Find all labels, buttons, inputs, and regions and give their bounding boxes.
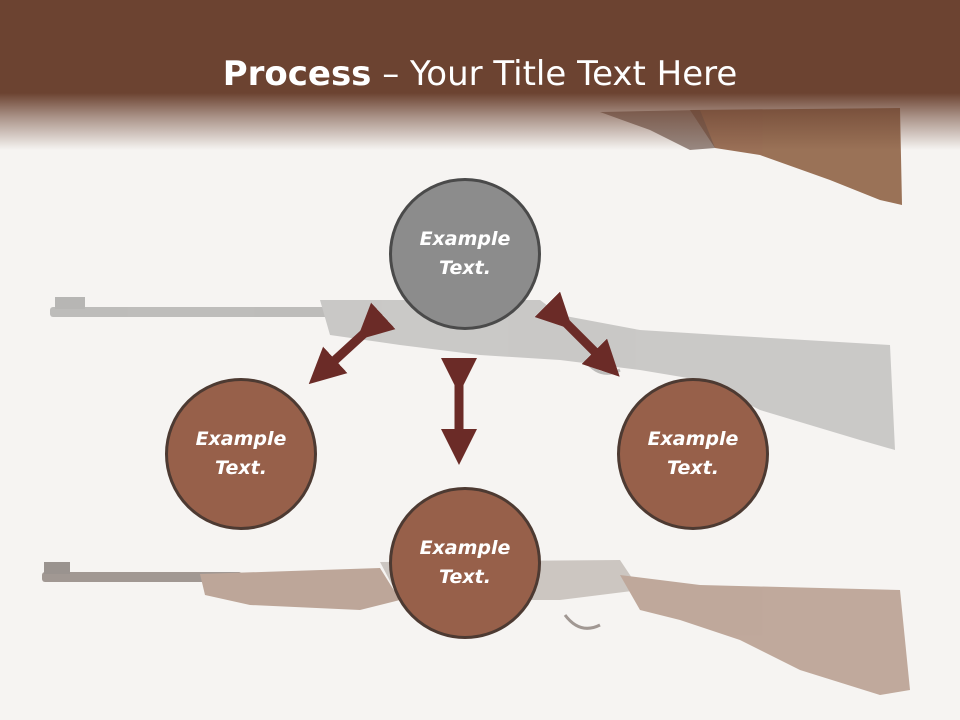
title-bar — [0, 0, 960, 150]
node-top-circle[interactable]: Example Text. — [389, 178, 541, 330]
slide-title: Process – Your Title Text Here — [0, 52, 960, 96]
node-left-circle[interactable]: Example Text. — [165, 378, 317, 530]
node-left-line1: Example — [195, 428, 287, 450]
node-right-line1: Example — [647, 428, 739, 450]
node-bottom-line1: Example — [419, 537, 511, 559]
node-right-circle[interactable]: Example Text. — [617, 378, 769, 530]
rifle-gray-image — [50, 297, 895, 450]
title-rest-part: – Your Title Text Here — [371, 54, 738, 94]
arrow-top-right — [534, 291, 620, 377]
node-left-line2: Text. — [215, 457, 267, 479]
node-bottom-circle[interactable]: Example Text. — [389, 487, 541, 639]
node-bottom-line2: Text. — [439, 566, 491, 588]
title-bold-part: Process — [222, 54, 372, 94]
node-top-line2: Text. — [439, 257, 491, 279]
node-top-line1: Example — [419, 228, 511, 250]
arrow-top-left — [308, 302, 396, 385]
node-right-line2: Text. — [667, 457, 719, 479]
